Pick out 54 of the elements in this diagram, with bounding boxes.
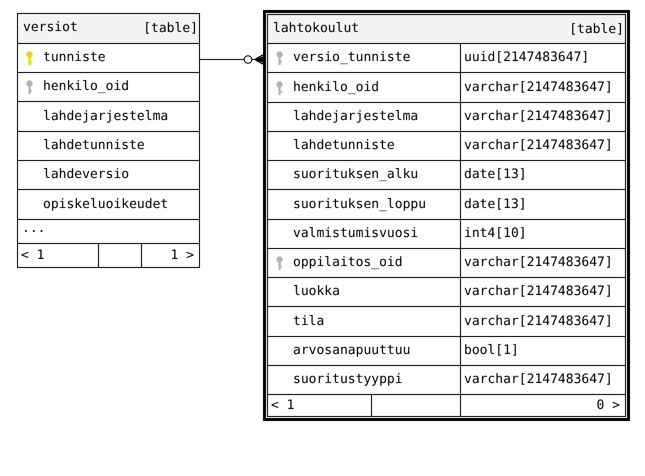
- table-box: [17, 13, 200, 268]
- column-name: arvosanapuuttuu: [293, 342, 410, 360]
- column-name: lahdetunniste: [43, 137, 145, 155]
- column-name: henkilo_oid: [293, 79, 380, 97]
- column-type: varchar[2147483647]: [460, 278, 625, 306]
- table-row: [268, 103, 625, 132]
- column-name: suorituksen_alku: [293, 166, 418, 184]
- column-name: henkilo_oid: [43, 78, 130, 96]
- column-name: valmistumisvuosi: [293, 225, 418, 243]
- footer-text: < 1: [18, 244, 99, 267]
- relationship-line: [200, 54, 264, 65]
- table-name: versiot: [23, 19, 78, 37]
- column-type: varchar[2147483647]: [460, 103, 625, 131]
- column-type: varchar[2147483647]: [460, 132, 625, 160]
- column-name: tunniste: [43, 49, 106, 67]
- column-type: varchar[2147483647]: [460, 366, 625, 394]
- column-type: varchar[2147483647]: [460, 307, 625, 336]
- table-kind-label: [table]: [143, 20, 198, 38]
- column-type: int4[10]: [460, 220, 625, 248]
- table-kind-label: [table]: [569, 21, 624, 39]
- table-name: lahtokoulut: [273, 20, 360, 38]
- table-row: [268, 161, 625, 190]
- table-row: [268, 220, 625, 249]
- column-name: suoritustyyppi: [293, 371, 403, 389]
- footer-text: 0 >: [460, 395, 625, 416]
- column-name: suorituksen_loppu: [293, 196, 426, 214]
- column-type: date[13]: [460, 190, 625, 219]
- column-type: uuid[2147483647]: [460, 44, 625, 72]
- column-type: varchar[2147483647]: [460, 73, 625, 102]
- table-row: [268, 73, 625, 103]
- table-box: [263, 10, 630, 421]
- table-row: [268, 190, 625, 220]
- column-type: varchar[2147483647]: [460, 249, 625, 277]
- column-name: luokka: [293, 283, 340, 301]
- column-name: oppilaitos_oid: [293, 254, 403, 272]
- column-name: versio_tunniste: [293, 49, 410, 67]
- table-row: [268, 249, 625, 278]
- footer-text: < 1: [268, 395, 372, 416]
- column-name: lahdetunniste: [293, 137, 395, 155]
- more-columns-text: ...: [22, 220, 46, 238]
- table-row: [268, 132, 625, 161]
- table-row: [268, 278, 625, 307]
- column-type: date[13]: [460, 161, 625, 189]
- table-row: [268, 44, 625, 73]
- table-row: [268, 307, 625, 337]
- column-name: lahdejarjestelma: [43, 108, 168, 126]
- footer-text: 1 >: [141, 244, 199, 267]
- column-name: opiskeluoikeudet: [43, 196, 168, 214]
- table-row: [268, 366, 625, 395]
- column-name: lahdeversio: [43, 166, 130, 184]
- column-name: lahdejarjestelma: [293, 108, 418, 126]
- column-type: bool[1]: [460, 337, 625, 365]
- table-row: [268, 337, 625, 366]
- column-name: tila: [293, 313, 324, 331]
